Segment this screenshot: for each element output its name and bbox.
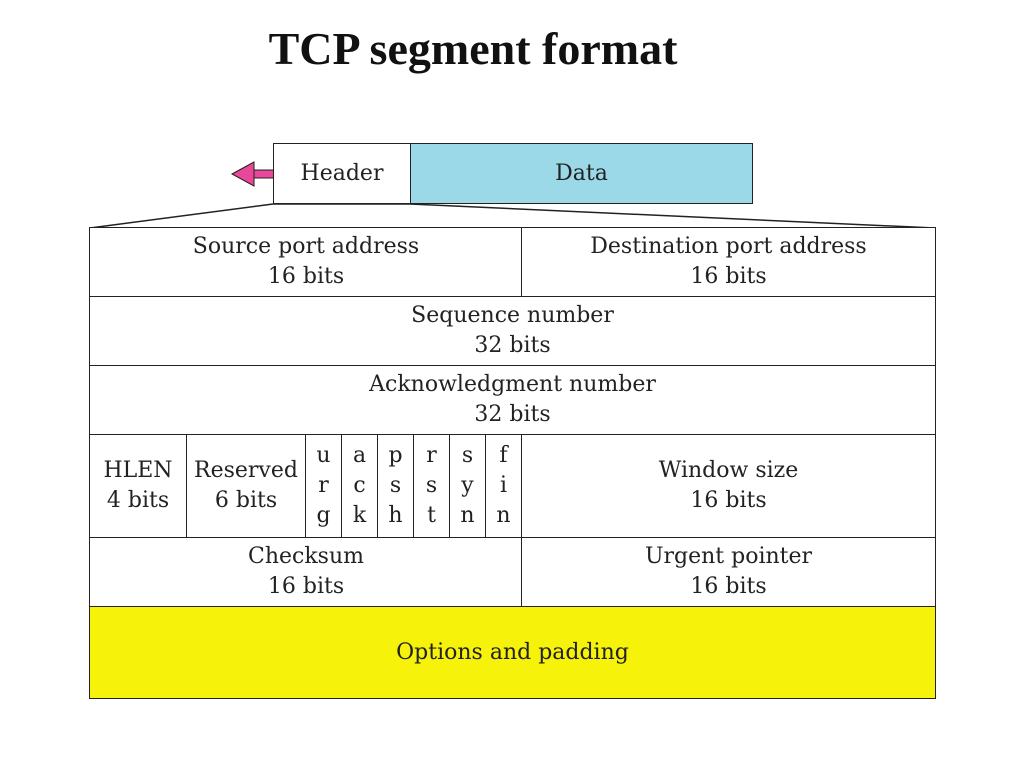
field-dest-port-size: 16 bits xyxy=(690,264,767,289)
field-source-port: Source port address 16 bits xyxy=(89,227,523,297)
flag-rst: r s t xyxy=(413,434,450,538)
flag-letter: i xyxy=(499,473,508,498)
flag-syn: s y n xyxy=(449,434,486,538)
field-urgent-size: 16 bits xyxy=(690,574,767,599)
field-sequence: Sequence number 32 bits xyxy=(89,296,936,366)
flag-letter: s xyxy=(389,473,402,498)
flag-letter: f xyxy=(499,443,508,468)
left-arrow-icon xyxy=(230,161,275,187)
flag-letter: r xyxy=(426,443,437,468)
segment-header-label: Header xyxy=(300,160,384,186)
field-reserved: Reserved 6 bits xyxy=(186,434,306,538)
field-ack-size: 32 bits xyxy=(474,402,551,427)
flag-letter: n xyxy=(460,503,475,528)
flag-letter: u xyxy=(316,443,331,468)
flag-fin: f i n xyxy=(485,434,522,538)
field-hlen-name: HLEN xyxy=(103,458,173,483)
flag-letter: h xyxy=(388,503,403,528)
flag-letter: k xyxy=(352,503,367,528)
field-reserved-size: 6 bits xyxy=(214,488,278,513)
flag-letter: n xyxy=(496,503,511,528)
expansion-line-right xyxy=(409,203,936,229)
field-ack-name: Acknowledgment number xyxy=(369,372,656,397)
page-title: TCP segment format xyxy=(268,23,678,74)
expansion-line-left xyxy=(89,203,274,229)
flag-letter: t xyxy=(427,503,436,528)
field-source-port-size: 16 bits xyxy=(267,264,345,289)
field-urgent: Urgent pointer 16 bits xyxy=(521,537,936,607)
flag-letter: s xyxy=(425,473,438,498)
flag-letter: p xyxy=(388,443,403,468)
field-checksum-name: Checksum xyxy=(248,544,364,569)
segment-data-label: Data xyxy=(555,160,608,186)
field-reserved-name: Reserved xyxy=(194,458,298,483)
segment-data: Data xyxy=(410,143,753,204)
field-checksum: Checksum 16 bits xyxy=(89,537,523,607)
flag-letter: r xyxy=(318,473,329,498)
field-urgent-name: Urgent pointer xyxy=(644,544,813,569)
flag-letter: y xyxy=(461,473,474,498)
flag-letter: a xyxy=(352,443,367,468)
field-source-port-name: Source port address xyxy=(192,234,420,259)
field-hlen-size: 4 bits xyxy=(106,488,170,513)
field-dest-port: Destination port address 16 bits xyxy=(521,227,936,297)
field-options: Options and padding xyxy=(89,606,936,699)
field-window-size: 16 bits xyxy=(690,488,767,513)
flag-ack: a c k xyxy=(341,434,378,538)
segment-header: Header xyxy=(273,143,411,204)
field-window: Window size 16 bits xyxy=(521,434,936,538)
field-sequence-size: 32 bits xyxy=(474,333,551,358)
field-options-label: Options and padding xyxy=(396,639,629,665)
flag-psh: p s h xyxy=(377,434,414,538)
flag-urg: u r g xyxy=(305,434,342,538)
field-hlen: HLEN 4 bits xyxy=(89,434,187,538)
field-sequence-name: Sequence number xyxy=(411,303,614,328)
field-window-name: Window size xyxy=(658,458,799,483)
field-dest-port-name: Destination port address xyxy=(590,234,867,259)
field-checksum-size: 16 bits xyxy=(267,574,345,599)
flag-letter: c xyxy=(353,473,366,498)
field-ack: Acknowledgment number 32 bits xyxy=(89,365,936,435)
flag-letter: g xyxy=(316,503,331,528)
flag-letter: s xyxy=(461,443,474,468)
